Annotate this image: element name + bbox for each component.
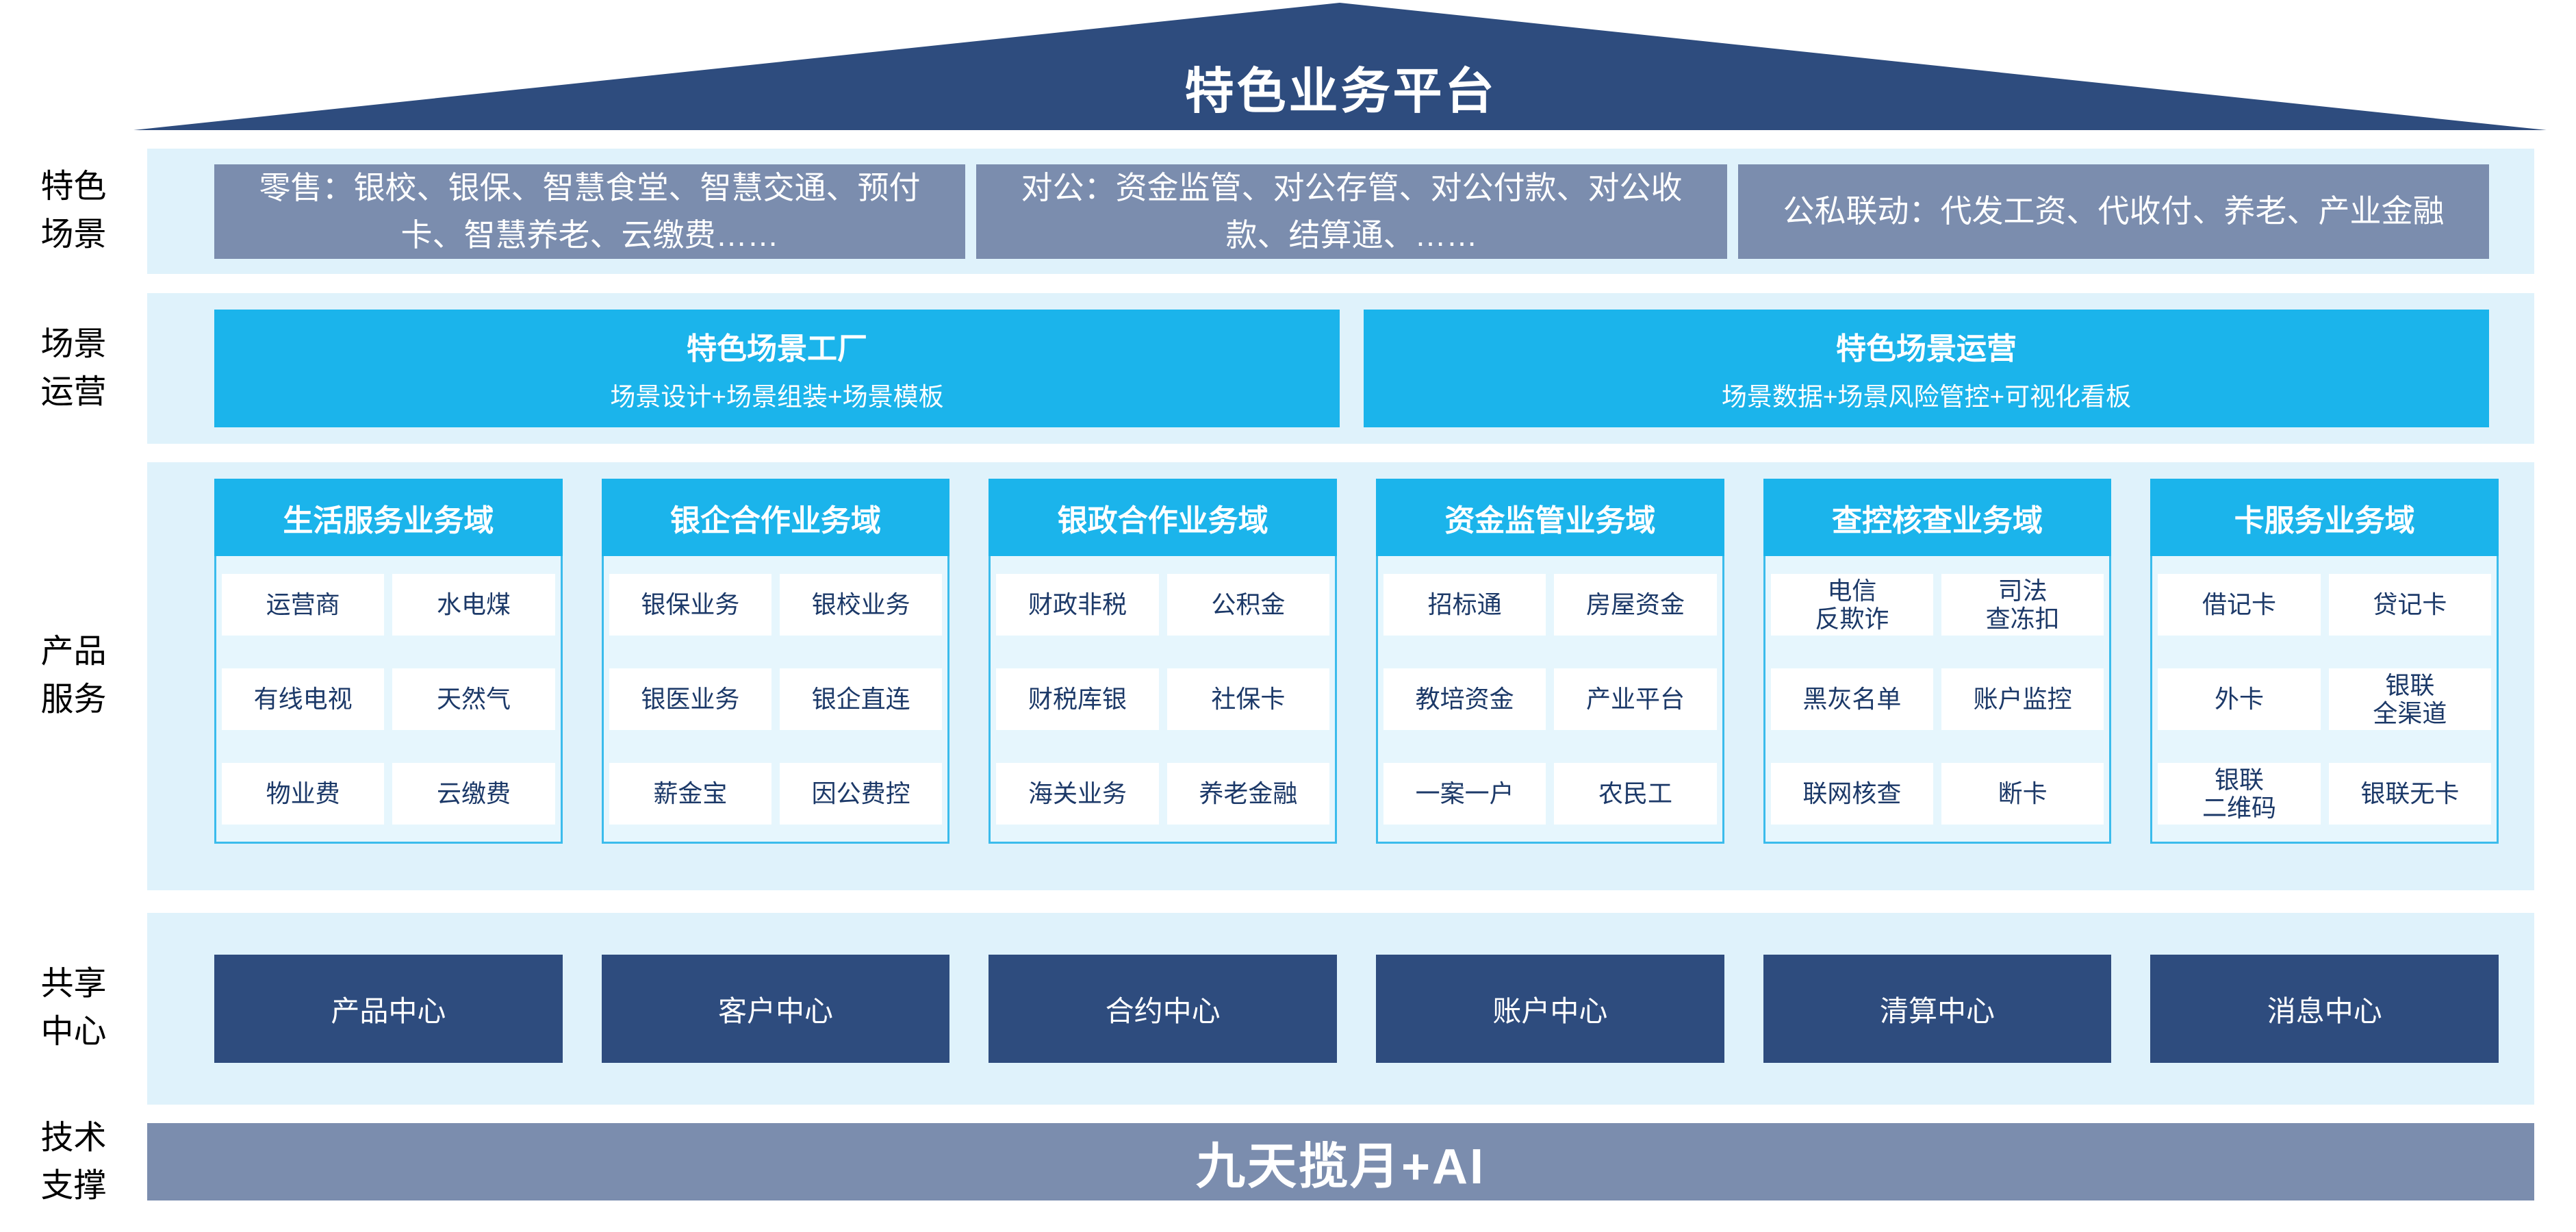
shared-centers-band: 产品中心客户中心合约中心账户中心清算中心消息中心 — [147, 913, 2534, 1105]
domain-column: 银企合作业务域银保业务银校业务银医业务银企直连薪金宝因公费控 — [601, 479, 950, 844]
domain-item: 因公费控 — [780, 763, 943, 825]
domain-panel: 运营商水电煤有线电视天然气物业费云缴费 — [214, 556, 563, 844]
scenes-band: 零售：银校、银保、智慧食堂、智慧交通、预付卡、智慧养老、云缴费……对公：资金监管… — [147, 149, 2534, 274]
domain-item: 天然气 — [392, 668, 555, 730]
domain-item: 房屋资金 — [1554, 574, 1717, 636]
scene-box: 对公：资金监管、对公存管、对公付款、对公收款、结算通、…… — [976, 164, 1727, 259]
domain-panel: 招标通房屋资金教培资金产业平台一案一户农民工 — [1376, 556, 1724, 844]
products-band: 生活服务业务域运营商水电煤有线电视天然气物业费云缴费银企合作业务域银保业务银校业… — [147, 462, 2534, 890]
domain-item: 社保卡 — [1166, 668, 1330, 730]
domain-header: 卡服务业务域 — [2150, 479, 2499, 556]
domain-item: 账户监控 — [1941, 668, 2104, 730]
domain-item: 银联 全渠道 — [2328, 668, 2492, 730]
domain-item: 财政非税 — [996, 574, 1159, 636]
domain-item: 银联 二维码 — [2158, 763, 2321, 825]
domain-item: 物业费 — [222, 763, 385, 825]
domain-item: 司法 查冻扣 — [1941, 574, 2104, 636]
domain-item: 电信 反欺诈 — [1770, 574, 1934, 636]
domain-item: 银企直连 — [780, 668, 943, 730]
domain-item: 运营商 — [222, 574, 385, 636]
side-label-tech: 技术 支撑 — [40, 1120, 107, 1204]
roof-shape — [133, 3, 2547, 130]
domain-item: 海关业务 — [996, 763, 1159, 825]
domain-item: 联网核查 — [1770, 763, 1934, 825]
operation-box-subtitle: 场景设计+场景组装+场景模板 — [610, 383, 944, 412]
shared-center-box: 产品中心 — [214, 955, 563, 1063]
domain-header: 银企合作业务域 — [601, 479, 950, 556]
domain-item: 水电煤 — [392, 574, 555, 636]
domain-panel: 银保业务银校业务银医业务银企直连薪金宝因公费控 — [601, 556, 950, 844]
side-label-scenes: 特色 场景 — [40, 168, 107, 253]
tech-support-bar: 九天揽月+AI — [147, 1123, 2534, 1200]
domain-column: 生活服务业务域运营商水电煤有线电视天然气物业费云缴费 — [214, 479, 563, 844]
domain-header: 资金监管业务域 — [1376, 479, 1724, 556]
domain-item: 断卡 — [1941, 763, 2104, 825]
domain-item: 招标通 — [1383, 574, 1546, 636]
shared-centers-row: 产品中心客户中心合约中心账户中心清算中心消息中心 — [214, 913, 2499, 1105]
domain-column: 资金监管业务域招标通房屋资金教培资金产业平台一案一户农民工 — [1376, 479, 1724, 844]
operation-box-title: 特色场景工厂 — [687, 331, 867, 366]
domain-item: 黑灰名单 — [1770, 668, 1934, 730]
domain-item: 养老金融 — [1166, 763, 1330, 825]
domain-item: 有线电视 — [222, 668, 385, 730]
shared-center-box: 清算中心 — [1763, 955, 2112, 1063]
scenes-row: 零售：银校、银保、智慧食堂、智慧交通、预付卡、智慧养老、云缴费……对公：资金监管… — [214, 149, 2489, 274]
shared-center-box: 客户中心 — [601, 955, 950, 1063]
domain-item: 外卡 — [2158, 668, 2321, 730]
operation-box: 特色场景运营场景数据+场景风险管控+可视化看板 — [1364, 310, 2489, 427]
domain-item: 公积金 — [1166, 574, 1330, 636]
domain-panel: 借记卡贷记卡外卡银联 全渠道银联 二维码银联无卡 — [2150, 556, 2499, 844]
products-row: 生活服务业务域运营商水电煤有线电视天然气物业费云缴费银企合作业务域银保业务银校业… — [214, 479, 2499, 890]
domain-item: 一案一户 — [1383, 763, 1546, 825]
operation-row: 特色场景工厂场景设计+场景组装+场景模板特色场景运营场景数据+场景风险管控+可视… — [214, 293, 2489, 444]
domain-item: 银校业务 — [780, 574, 943, 636]
shared-center-box: 合约中心 — [989, 955, 1338, 1063]
operation-box: 特色场景工厂场景设计+场景组装+场景模板 — [214, 310, 1340, 427]
operation-box-title: 特色场景运营 — [1836, 331, 2017, 366]
domain-item: 教培资金 — [1383, 668, 1546, 730]
domain-item: 薪金宝 — [609, 763, 771, 825]
page-title: 特色业务平台 — [1184, 64, 1497, 119]
shared-center-box: 账户中心 — [1376, 955, 1724, 1063]
domain-panel: 电信 反欺诈司法 查冻扣黑灰名单账户监控联网核查断卡 — [1763, 556, 2112, 844]
shared-center-box: 消息中心 — [2150, 955, 2499, 1063]
domain-item: 银保业务 — [609, 574, 771, 636]
domain-item: 借记卡 — [2158, 574, 2321, 636]
scene-box: 零售：银校、银保、智慧食堂、智慧交通、预付卡、智慧养老、云缴费…… — [214, 164, 965, 259]
domain-item: 云缴费 — [392, 763, 555, 825]
operation-box-subtitle: 场景数据+场景风险管控+可视化看板 — [1721, 383, 2132, 412]
domain-column: 卡服务业务域借记卡贷记卡外卡银联 全渠道银联 二维码银联无卡 — [2150, 479, 2499, 844]
operation-band: 特色场景工厂场景设计+场景组装+场景模板特色场景运营场景数据+场景风险管控+可视… — [147, 293, 2534, 444]
domain-item: 银医业务 — [609, 668, 771, 730]
domain-item: 银联无卡 — [2328, 763, 2492, 825]
domain-header: 查控核查业务域 — [1763, 479, 2112, 556]
side-label-products: 产品 服务 — [40, 633, 107, 718]
domain-item: 农民工 — [1554, 763, 1717, 825]
domain-header: 银政合作业务域 — [989, 479, 1338, 556]
scene-box: 公私联动：代发工资、代收付、养老、产业金融 — [1738, 164, 2489, 259]
domain-panel: 财政非税公积金财税库银社保卡海关业务养老金融 — [989, 556, 1338, 844]
domain-item: 贷记卡 — [2328, 574, 2492, 636]
domain-item: 财税库银 — [996, 668, 1159, 730]
side-label-operation: 场景 运营 — [40, 326, 107, 410]
side-label-shared: 共享 中心 — [40, 966, 107, 1050]
domain-item: 产业平台 — [1554, 668, 1717, 730]
domain-header: 生活服务业务域 — [214, 479, 563, 556]
domain-column: 查控核查业务域电信 反欺诈司法 查冻扣黑灰名单账户监控联网核查断卡 — [1763, 479, 2112, 844]
domain-column: 银政合作业务域财政非税公积金财税库银社保卡海关业务养老金融 — [989, 479, 1338, 844]
